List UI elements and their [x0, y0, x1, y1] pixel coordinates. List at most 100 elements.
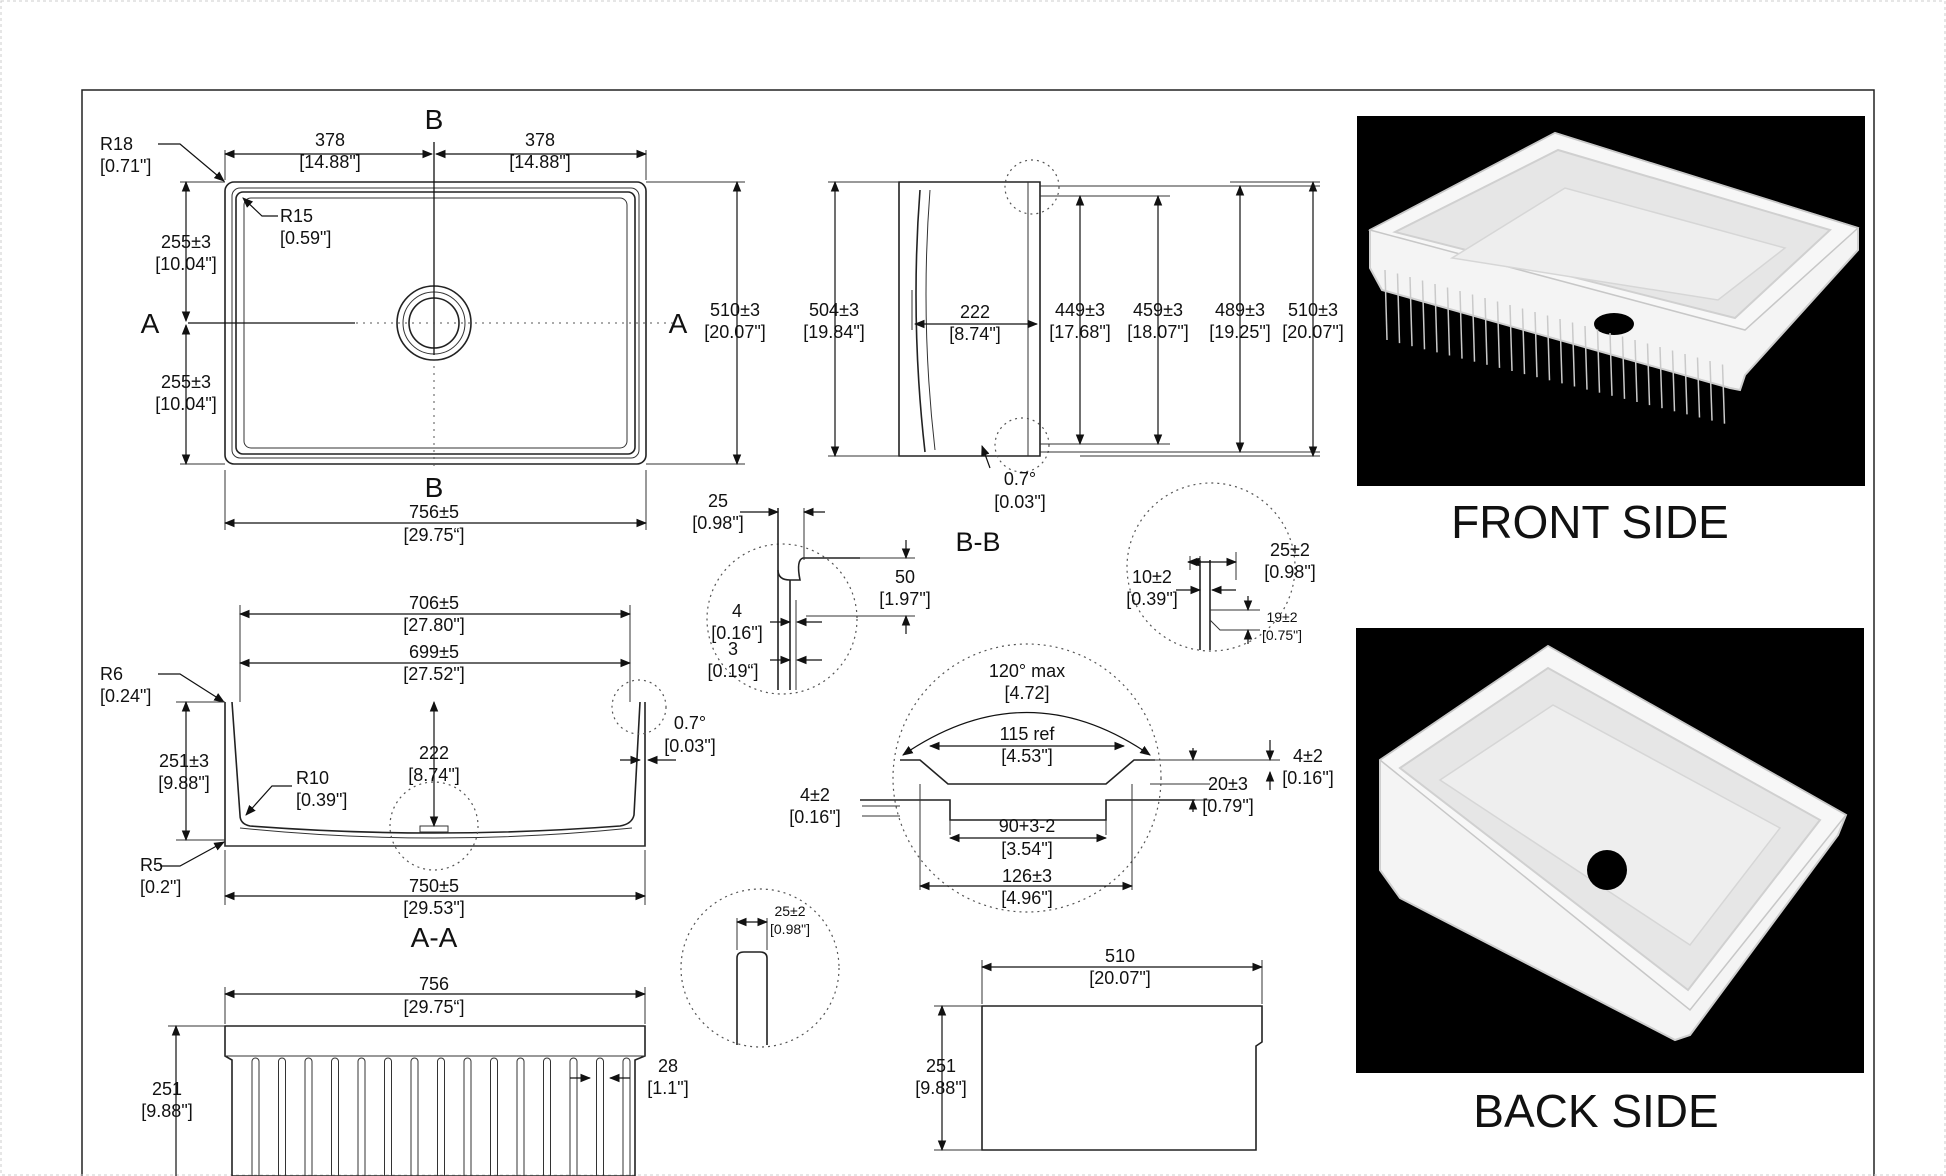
detail-left-rim: 25 — [708, 491, 728, 511]
top-depth: 510±3 — [710, 300, 760, 320]
detail-left-wall-in: [0.16"] — [711, 623, 762, 643]
front-flute — [516, 1057, 525, 1176]
side-height: 251 — [926, 1056, 956, 1076]
top-half-depth-lower-in: [10.04"] — [155, 394, 216, 414]
drain-bore-in: [3.54"] — [1001, 839, 1052, 859]
front-flute-pitch-in: [1.1"] — [647, 1078, 688, 1098]
top-half-width-right: 378 — [525, 130, 555, 150]
drain-bore: 90+3-2 — [999, 816, 1056, 836]
front-flute — [304, 1057, 313, 1176]
photo-flute — [1459, 290, 1463, 359]
front-view-outline — [224, 1025, 646, 1176]
detail-left-height: 50 — [895, 567, 915, 587]
detail-right-offset: 10±2 — [1132, 567, 1172, 587]
bb-dim-510-in: [20.07"] — [1282, 322, 1343, 342]
bb-dim-449: 449±3 — [1055, 300, 1105, 320]
detail-left-step-in: [0.19“] — [707, 661, 758, 681]
side-depth-in: [20.07"] — [1089, 968, 1150, 988]
bb-basin-depth: 222 — [960, 302, 990, 322]
front-width-in: [29.75“] — [403, 997, 464, 1017]
detail-left-wall: 4 — [732, 601, 742, 621]
front-view: 756 [29.75“] 251 [9.88"] 28 [1.1"] — [141, 974, 689, 1176]
aa-inner-radius-in: [0.39"] — [296, 790, 347, 810]
aa-corner-radius: R6 — [100, 664, 123, 684]
back-side-photo: BACK SIDE — [1356, 628, 1864, 1137]
detail-right-step: 19±2 — [1266, 609, 1297, 625]
detail-left-height-in: [1.97"] — [879, 589, 930, 609]
section-aa-title: A-A — [411, 922, 458, 953]
front-flute — [543, 1057, 551, 1176]
detail-bottom-rim-in: [0.98"] — [770, 921, 810, 937]
drain-outer-in: [4.96"] — [1001, 888, 1052, 908]
drain-angle: 120° max — [989, 661, 1065, 681]
photo-flute — [1709, 360, 1713, 421]
photo-flute — [1721, 364, 1726, 424]
front-flute-pitch: 28 — [658, 1056, 678, 1076]
photo-flute — [1409, 276, 1413, 347]
top-inner-radius: R15 — [280, 206, 313, 226]
section-aa-draft-detail — [611, 679, 667, 735]
bb-draft: 0.7° — [1004, 469, 1036, 489]
bb-dim-489: 489±3 — [1215, 300, 1265, 320]
front-flute — [463, 1057, 472, 1176]
front-flute — [357, 1057, 366, 1176]
bb-outer-height: 504±3 — [809, 300, 859, 320]
detail-rim-bottom: 25±2 [0.98"] — [680, 888, 840, 1048]
side-depth: 510 — [1105, 946, 1135, 966]
front-height: 251 — [152, 1079, 182, 1099]
detail-rim-left-circle — [706, 543, 858, 695]
side-view: 510 [20.07"] 251 [9.88"] — [915, 946, 1264, 1152]
photo-flute — [1496, 301, 1501, 368]
photo-flute — [1571, 322, 1576, 387]
bb-basin-depth-in: [8.74"] — [949, 324, 1000, 344]
aa-top-width-in: [27.80"] — [403, 615, 464, 635]
section-b-label-top: B — [425, 104, 444, 135]
aa-draft: 0.7° — [674, 713, 706, 733]
top-inner-radius-in: [0.59"] — [280, 228, 331, 248]
section-aa-drain-detail — [389, 781, 479, 871]
side-view-outline — [981, 1005, 1263, 1151]
drain-outer: 126±3 — [1002, 866, 1052, 886]
bb-outer-height-in: [19.84"] — [803, 322, 864, 342]
photo-flute — [1534, 311, 1538, 378]
drain-depth: 20±3 — [1208, 774, 1248, 794]
bb-dim-459-in: [18.07"] — [1127, 322, 1188, 342]
detail-rim-left: 25 [0.98"] 50 [1.97"] 4 [0.16"] 3 [0.19“… — [692, 491, 931, 695]
drain-ref: 115 ref — [1000, 724, 1056, 744]
top-depth-in: [20.07"] — [704, 322, 765, 342]
photo-flute — [1621, 336, 1626, 399]
top-corner-radius-in: [0.71"] — [100, 156, 151, 176]
aa-corner-radius-in: [0.24"] — [100, 686, 151, 706]
bb-draft-in: [0.03"] — [994, 492, 1045, 512]
section-aa-view: 706±5 [27.80"] 699±5 [27.52"] R6 [0.24"]… — [100, 593, 716, 953]
section-a-label-right: A — [669, 308, 688, 339]
aa-inner-radius: R10 — [296, 768, 329, 788]
detail-right-offset-in: [0.39"] — [1126, 589, 1177, 609]
front-side-photo: FRONT SIDE — [1357, 116, 1865, 548]
drain-angle-in: [4.72] — [1004, 683, 1049, 703]
aa-top-width: 706±5 — [409, 593, 459, 613]
front-flute — [278, 1057, 286, 1176]
aa-bottom-radius: R5 — [140, 855, 163, 875]
top-half-depth-upper-in: [10.04"] — [155, 254, 216, 274]
section-bb-title: B-B — [955, 527, 1000, 557]
aa-bottom-width: 750±5 — [409, 876, 459, 896]
bb-dim-510: 510±3 — [1288, 300, 1338, 320]
aa-basin-depth: 222 — [419, 743, 449, 763]
detail-rim-bottom-circle — [680, 888, 840, 1048]
detail-rim-right: 25±2 [0.98"] 10±2 [0.39"] 19±2 [0.75"] — [1126, 482, 1316, 652]
top-width: 756±5 — [409, 502, 459, 522]
photo-flute — [1646, 343, 1651, 406]
drain-lip: 4±2 — [800, 785, 830, 805]
aa-basin-depth-in: [8.74"] — [408, 765, 459, 785]
aa-height-in: [9.88"] — [158, 773, 209, 793]
front-flute — [437, 1057, 445, 1176]
drain-detail-circle — [892, 643, 1162, 913]
photo-flute — [1546, 315, 1551, 381]
front-flute — [622, 1057, 631, 1176]
photo-flute — [1559, 318, 1563, 384]
aa-bottom-width-in: [29.53"] — [403, 898, 464, 918]
photo-flute — [1509, 304, 1513, 372]
